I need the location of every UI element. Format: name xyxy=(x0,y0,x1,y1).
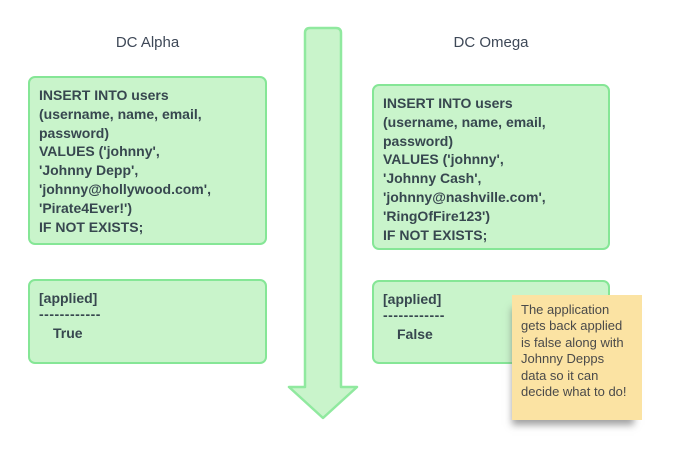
dc-alpha-result-header: [applied] xyxy=(39,290,98,306)
dc-alpha-title: DC Alpha xyxy=(115,34,180,51)
dc-omega-result-divider: ------------ xyxy=(383,307,445,323)
dc-omega-query-box: INSERT INTO users (username, name, email… xyxy=(372,84,610,250)
arrow-down-icon xyxy=(287,26,359,420)
dc-omega-result-header: [applied] xyxy=(383,291,442,307)
dc-alpha-query-text: INSERT INTO users (username, name, email… xyxy=(39,87,211,235)
dc-omega-query-text: INSERT INTO users (username, name, email… xyxy=(383,95,546,243)
dc-alpha-result-value: True xyxy=(53,325,83,341)
dc-omega-title: DC Omega xyxy=(453,34,529,51)
sticky-note: The application gets back applied is fal… xyxy=(512,295,642,420)
dc-alpha-result-box: [applied] ------------ True xyxy=(28,279,267,364)
dc-omega-result-value: False xyxy=(397,326,433,342)
dc-alpha-result-divider: ------------ xyxy=(39,306,101,322)
dc-alpha-query-box: INSERT INTO users (username, name, email… xyxy=(28,76,267,245)
